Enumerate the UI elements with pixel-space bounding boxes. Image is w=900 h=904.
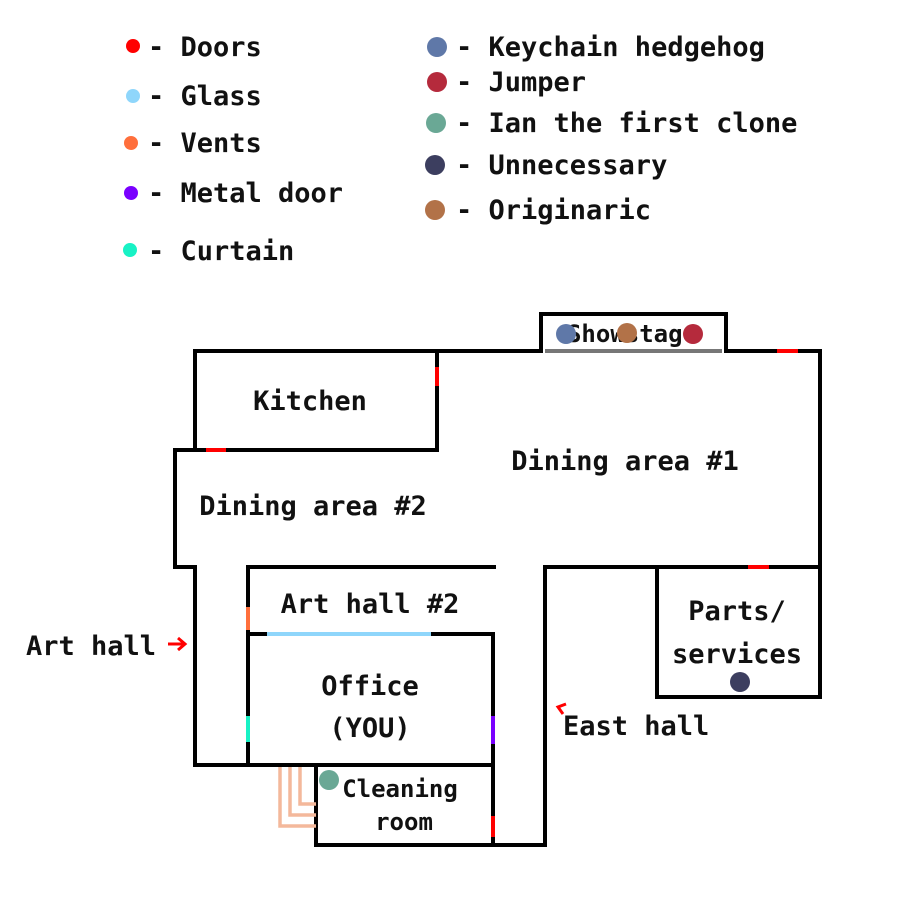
- vent-ducts: [278, 767, 316, 828]
- legend-item-curtain: - Curtain: [123, 236, 294, 267]
- east-hall-arrow-icon: [555, 702, 567, 715]
- originaric-marker: [617, 323, 637, 343]
- legend-item-vents: - Vents: [124, 128, 262, 159]
- kitchen-label: Kitchen: [253, 386, 367, 417]
- keychain-hedgehog-legend-dot: [427, 37, 447, 57]
- legend-item-ian: - Ian the first clone: [426, 108, 797, 139]
- art-hall-label: Art hall: [26, 631, 156, 662]
- legend-item-unnecessary: - Unnecessary: [425, 150, 667, 181]
- jumper-legend-label: - Jumper: [456, 67, 586, 98]
- cleaning-label-line2: room: [375, 808, 433, 836]
- legend-item-keychain-hedgehog: - Keychain hedgehog: [427, 32, 765, 63]
- ian-legend-label: - Ian the first clone: [456, 108, 797, 139]
- legend-item-glass: - Glass: [126, 81, 262, 112]
- east-hall-label: East hall: [563, 711, 709, 742]
- character-markers: [319, 323, 750, 790]
- office-label-line2: (YOU): [329, 713, 410, 744]
- jumper-legend-dot: [427, 72, 447, 92]
- ian-marker: [319, 770, 339, 790]
- dining2-label: Dining area #2: [199, 491, 427, 522]
- vent-duct-middle: [288, 767, 316, 817]
- curtain-legend-dot: [123, 243, 137, 257]
- originaric-legend-dot: [425, 200, 445, 220]
- glass-legend-dot: [126, 89, 140, 103]
- unnecessary-legend-dot: [425, 155, 445, 175]
- cleaning-label-line1: Cleaning: [342, 775, 458, 803]
- curtain-legend-label: - Curtain: [148, 236, 294, 267]
- office-label-line1: Office: [321, 671, 419, 702]
- dining1-label: Dining area #1: [511, 446, 739, 477]
- vent-duct-inner: [298, 767, 316, 806]
- keychain-hedgehog-marker: [556, 324, 576, 344]
- art-hall2-label: Art hall #2: [281, 589, 460, 620]
- legend: - Doors - Glass - Vents - Metal door - C…: [123, 32, 797, 267]
- unnecessary-legend-label: - Unnecessary: [456, 150, 667, 181]
- showstage-walls: [539, 312, 728, 352]
- doors-legend-dot: [126, 39, 140, 53]
- parts-label-line1: Parts/: [688, 596, 786, 627]
- legend-item-jumper: - Jumper: [427, 67, 586, 98]
- metal-door-legend-dot: [124, 186, 138, 200]
- originaric-legend-label: - Originaric: [456, 195, 651, 226]
- doors-legend-label: - Doors: [148, 32, 262, 63]
- vent-duct-outer: [278, 767, 316, 828]
- parts-label-line2: services: [672, 639, 802, 670]
- openings: [206, 349, 798, 837]
- room-labels: Showstage Kitchen Dining area #1 Dining …: [199, 320, 802, 836]
- legend-item-doors: - Doors: [126, 32, 262, 63]
- legend-item-originaric: - Originaric: [425, 195, 651, 226]
- unnecessary-marker: [730, 672, 750, 692]
- jumper-marker: [683, 324, 703, 344]
- legend-item-metal-door: - Metal door: [124, 178, 343, 209]
- art-hall-arrow-icon: [168, 636, 188, 652]
- hall-pointers: Art hall East hall: [26, 631, 709, 742]
- vents-legend-dot: [124, 136, 138, 150]
- vents-legend-label: - Vents: [148, 128, 262, 159]
- glass-legend-label: - Glass: [148, 81, 262, 112]
- ian-legend-dot: [426, 113, 446, 133]
- metal-door-legend-label: - Metal door: [148, 178, 343, 209]
- keychain-hedgehog-legend-label: - Keychain hedgehog: [456, 32, 765, 63]
